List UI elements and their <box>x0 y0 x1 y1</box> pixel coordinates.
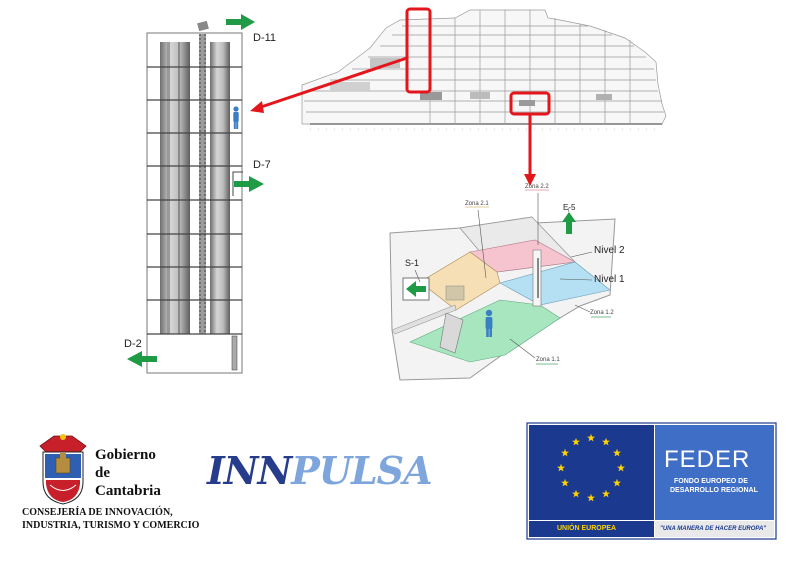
label-d7: D-7 <box>253 159 271 171</box>
highlight-box-stairwell <box>405 7 432 94</box>
gobierno-line1: Gobierno <box>95 447 156 463</box>
exit-arrow-icon <box>127 351 157 367</box>
consejeria-line1: CONSEJERÍA DE INNOVACIÓN, <box>22 507 173 518</box>
exit-arrow-icon <box>406 281 426 297</box>
ladder <box>199 34 206 334</box>
person-icon <box>485 309 493 337</box>
compartment-3d-view <box>389 189 616 381</box>
person-icon <box>233 106 239 129</box>
label-s1: S-1 <box>405 258 420 268</box>
feder-motto: "UNA MANERA DE HACER EUROPA" <box>660 526 767 532</box>
label-nivel-2: Nivel 2 <box>594 245 625 256</box>
gobierno-line2: de <box>95 465 110 481</box>
exit-arrow-icon <box>234 176 264 192</box>
eu-star-icon <box>602 489 610 498</box>
label-e5: E-5 <box>563 203 576 212</box>
union-europea-label: UNIÓN EUROPEA <box>557 525 617 532</box>
eu-star-icon <box>561 448 570 457</box>
zone-1-2-floor <box>499 261 611 306</box>
coat-of-arms-icon <box>39 434 87 505</box>
ship-profile <box>301 9 667 130</box>
feder-subtitle-line2: DESARROLLO REGIONAL <box>670 487 758 494</box>
exit-arrow-icon <box>226 14 255 30</box>
duct-left <box>160 42 190 334</box>
label-nivel-1: Nivel 1 <box>594 274 625 285</box>
feder-subtitle-line1: FONDO EUROPEO DE <box>674 478 748 485</box>
feder-title: FEDER <box>664 446 751 473</box>
eu-star-icon <box>572 489 580 498</box>
consejeria-line2: INDUSTRIA, TURISMO Y COMERCIO <box>22 520 200 531</box>
innpulsa-part2: PULSA <box>291 448 432 493</box>
eu-star-icon <box>561 478 570 487</box>
eu-star-icon <box>557 463 565 472</box>
eu-star-icon <box>587 493 595 502</box>
eu-star-icon <box>612 448 621 457</box>
label-zona-1-1: Zona 1.1 <box>536 357 560 363</box>
eu-star-icon <box>602 437 610 446</box>
deck-lines <box>147 66 242 335</box>
gobierno-line3: Cantabria <box>95 483 161 499</box>
eu-star-icon <box>572 437 580 446</box>
eu-feder-logo <box>526 422 777 540</box>
label-d11: D-11 <box>253 32 277 44</box>
innpulsa-logo: INNPULSA <box>207 452 433 490</box>
eu-star-icon <box>617 463 625 472</box>
eu-star-icon <box>612 478 621 487</box>
label-zona-1-2: Zona 1.2 <box>590 310 614 316</box>
eu-stars-icon <box>557 433 625 502</box>
label-zona-2-2: Zona 2.2 <box>525 184 549 190</box>
exit-arrow-icon <box>562 212 576 234</box>
label-d2: D-2 <box>124 338 142 350</box>
label-zona-2-1: Zona 2.1 <box>465 201 489 207</box>
zone-2-1-floor <box>419 251 501 311</box>
stairwell-tower <box>127 14 264 374</box>
duct-right <box>210 42 230 334</box>
innpulsa-part1: INN <box>207 448 292 493</box>
eu-star-icon <box>587 433 595 442</box>
pointer-arrow-compartment <box>524 114 536 186</box>
pointer-arrow-tower <box>250 56 408 113</box>
